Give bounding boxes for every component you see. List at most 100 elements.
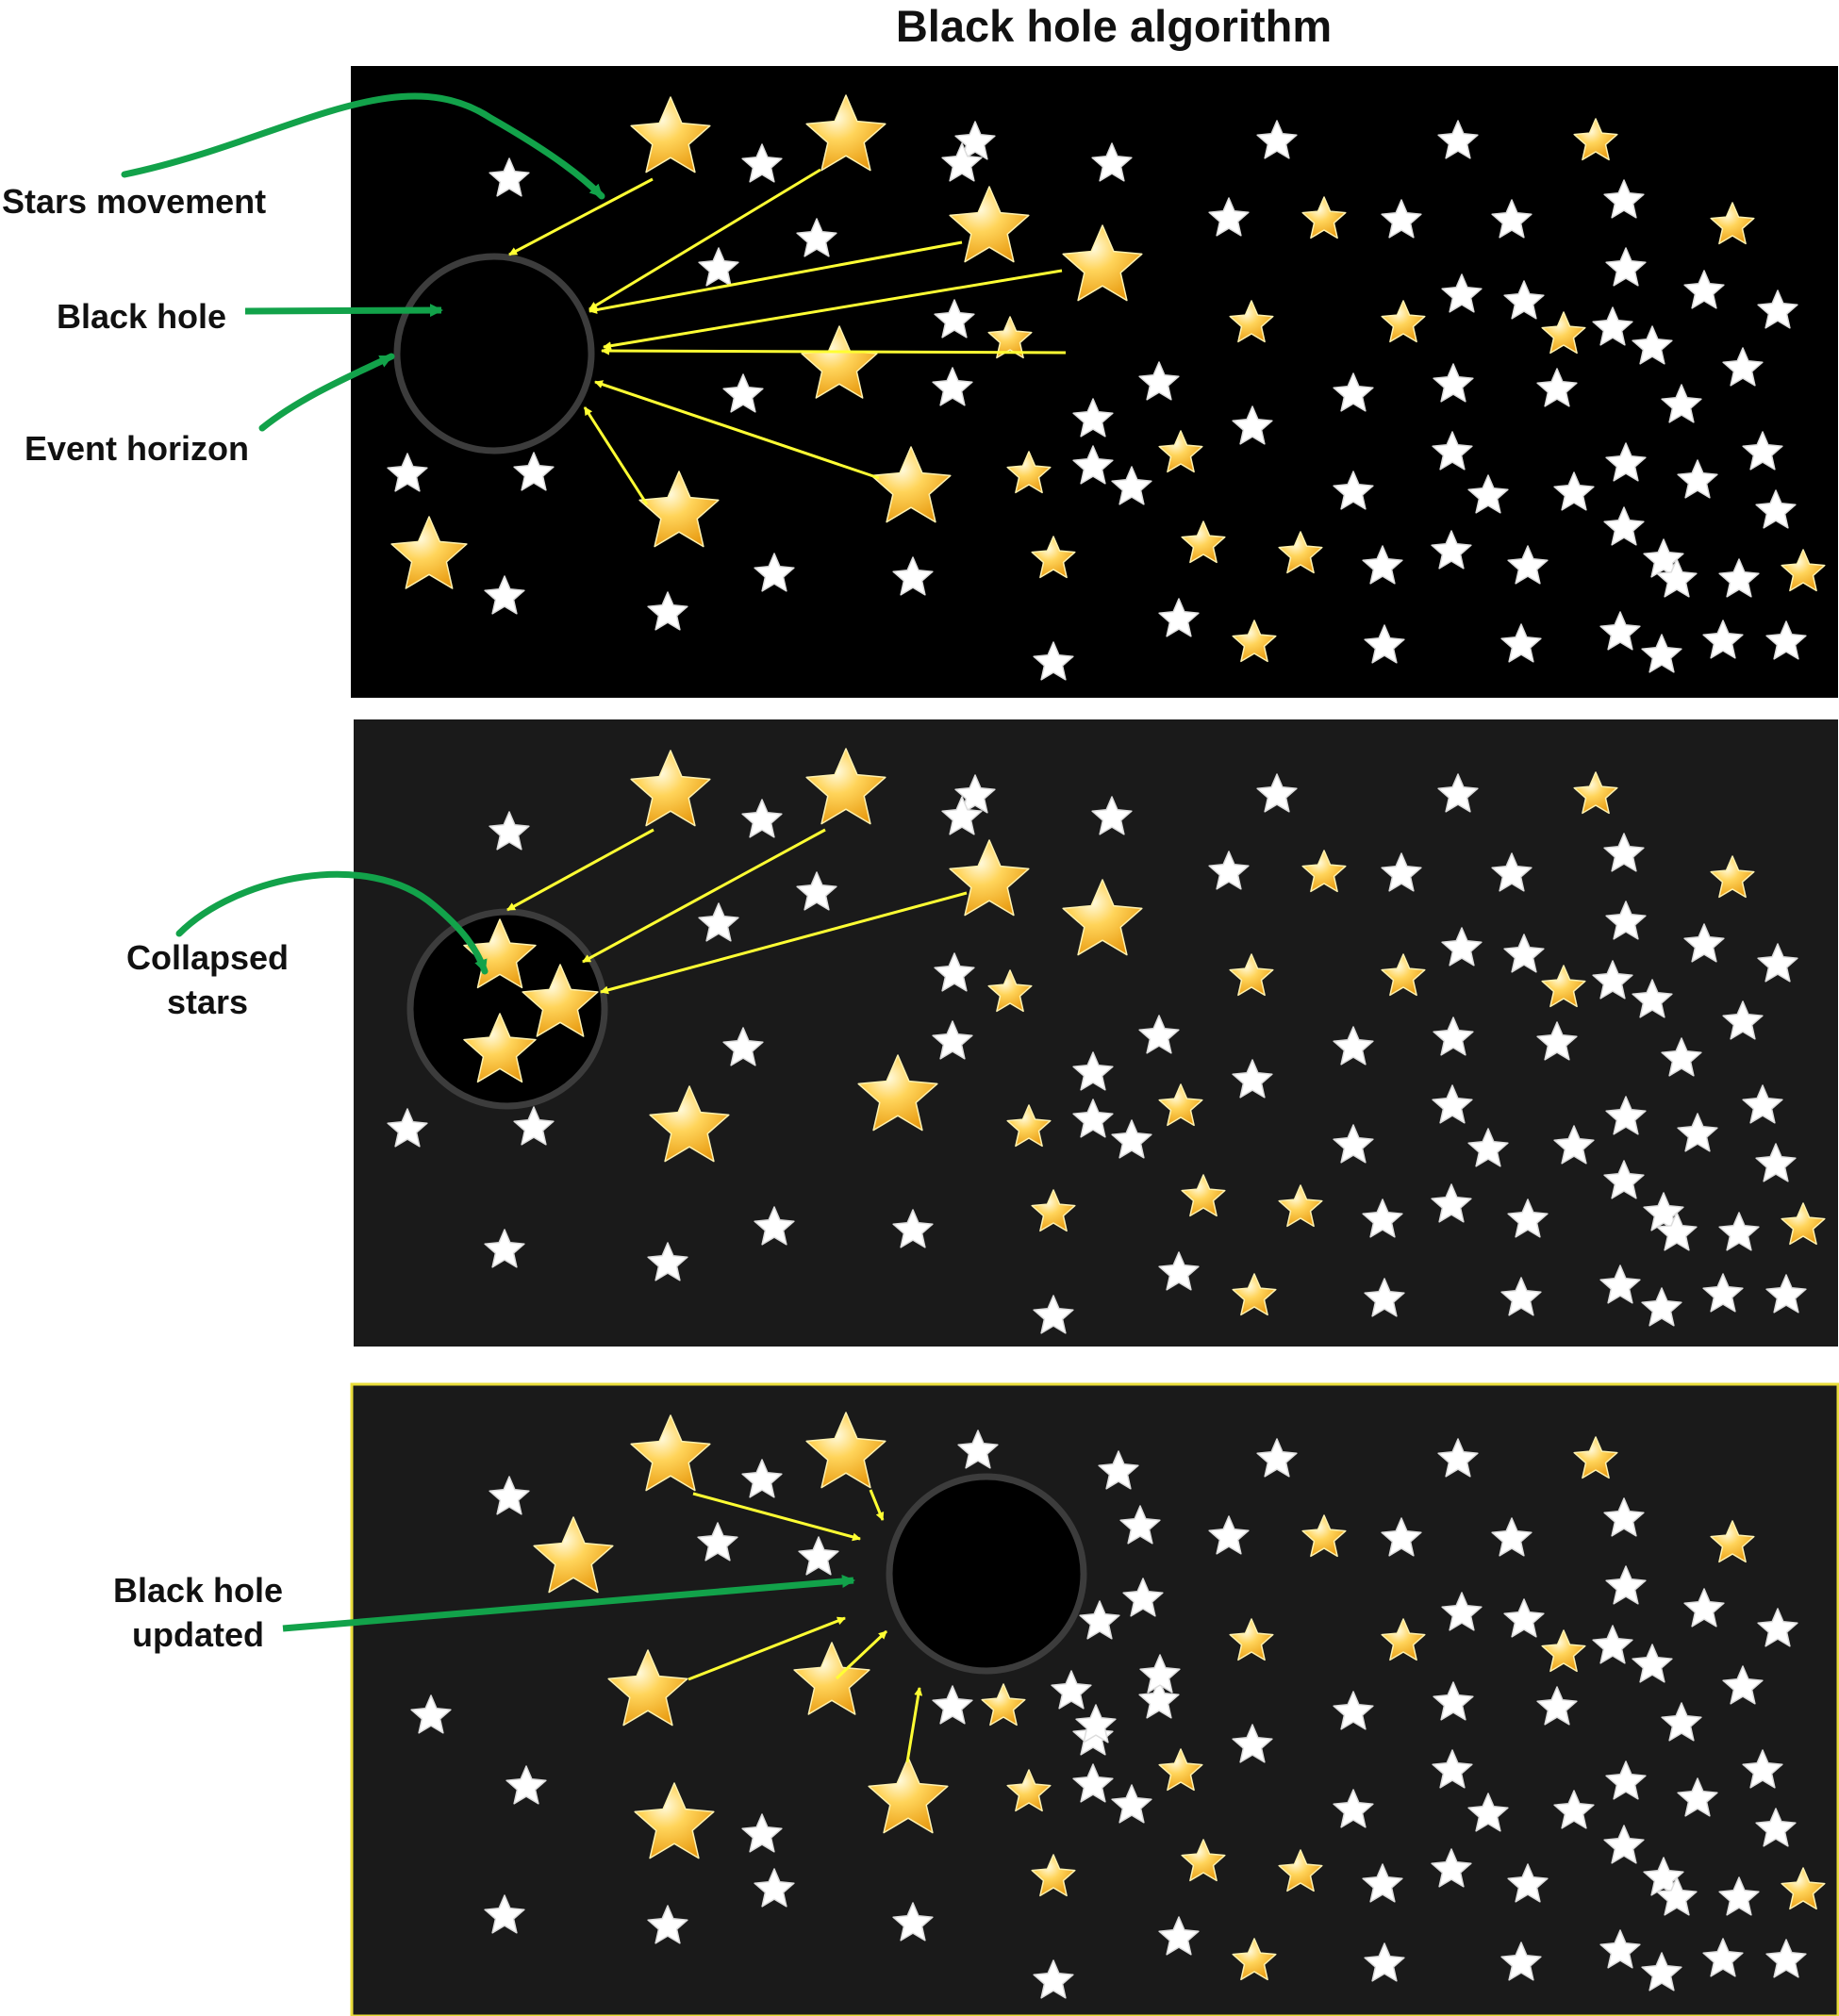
star-icon: [1181, 1174, 1226, 1217]
star-icon: [1722, 1000, 1764, 1040]
star-icon: [957, 1429, 999, 1469]
star-icon: [489, 1476, 530, 1515]
black-hole-icon: [406, 908, 608, 1110]
star-icon: [949, 186, 1030, 263]
star-icon: [868, 1757, 949, 1834]
star-icon: [1599, 1264, 1641, 1304]
star-icon: [932, 1020, 973, 1060]
star-icon: [1742, 1084, 1783, 1124]
star-icon: [1605, 442, 1647, 482]
star-icon: [1757, 943, 1798, 983]
star-icon: [513, 1106, 555, 1146]
star-icon: [805, 1412, 886, 1489]
star-icon: [722, 373, 764, 413]
star-icon: [1603, 179, 1645, 219]
star-icon: [1158, 1083, 1203, 1127]
pointer-arrow: [244, 304, 443, 318]
star-icon: [1031, 536, 1076, 579]
star-icon: [1500, 623, 1542, 663]
movement-arrow: [835, 1629, 888, 1680]
star-icon: [1656, 1212, 1698, 1251]
star-icon: [1111, 1784, 1152, 1824]
star-icon: [638, 471, 720, 548]
black-hole-icon: [393, 253, 595, 454]
star-icon: [932, 367, 973, 406]
star-icon: [1722, 1665, 1764, 1705]
star-icon: [1111, 466, 1152, 505]
star-icon: [1605, 1565, 1647, 1605]
star-icon: [1091, 796, 1133, 835]
star-icon: [1381, 1618, 1426, 1661]
label-event-horizon: Event horizon: [25, 429, 250, 468]
star-icon: [1256, 773, 1298, 813]
star-icon: [1437, 120, 1479, 159]
star-icon: [1232, 1938, 1277, 1981]
movement-arrow: [582, 828, 826, 964]
star-icon: [1122, 1578, 1164, 1617]
star-icon: [1722, 347, 1764, 387]
star-icon: [489, 811, 530, 851]
star-icon: [1710, 855, 1755, 899]
star-icon: [1757, 1608, 1798, 1647]
star-icon: [1507, 545, 1549, 585]
star-icon: [1333, 1026, 1374, 1066]
movement-arrow: [869, 1489, 885, 1521]
star-icon: [1119, 1505, 1161, 1545]
star-icon: [1433, 1016, 1474, 1056]
pointer-arrow: [175, 870, 489, 975]
star-icon: [987, 969, 1033, 1013]
star-icon: [1431, 1183, 1472, 1223]
star-icon: [1605, 901, 1647, 940]
star-icon: [1710, 1520, 1755, 1563]
star-icon: [1599, 611, 1641, 651]
star-icon: [1536, 368, 1578, 407]
star-icon: [1683, 270, 1725, 309]
star-icon: [941, 796, 983, 835]
pointer-arrow: [121, 92, 605, 200]
label-collapsed-stars: Collapsed stars: [125, 938, 290, 1021]
stars-layer: [387, 94, 1826, 1999]
star-icon: [1072, 1099, 1114, 1138]
black-hole-icon: [886, 1473, 1087, 1675]
star-icon: [1683, 1588, 1725, 1628]
star-icon: [796, 871, 837, 911]
movement-arrow: [600, 891, 968, 995]
star-icon: [1718, 558, 1760, 598]
star-icon: [1432, 1749, 1473, 1789]
star-icon: [1605, 247, 1647, 287]
star-icon: [857, 1054, 938, 1132]
label-black-hole: Black hole: [57, 297, 227, 336]
star-icon: [1541, 965, 1586, 1008]
star-icon: [793, 1642, 870, 1715]
star-icon: [1503, 934, 1545, 973]
movement-arrow: [506, 828, 654, 912]
star-icon: [805, 748, 886, 825]
movement-arrow: [601, 346, 1067, 355]
star-icon: [649, 1085, 730, 1163]
star-icon: [1181, 521, 1226, 564]
star-icon: [1098, 1450, 1139, 1490]
star-icon: [1656, 558, 1698, 598]
star-icon: [1605, 1760, 1647, 1800]
star-icon: [410, 1694, 452, 1734]
star-icon: [1072, 1763, 1114, 1803]
star-icon: [1641, 1287, 1682, 1327]
star-icon: [1603, 833, 1645, 872]
star-icon: [1757, 289, 1798, 329]
star-icon: [1006, 1104, 1052, 1148]
star-icon: [697, 1522, 738, 1562]
star-icon: [1437, 773, 1479, 813]
star-icon: [1632, 325, 1673, 365]
star-icon: [1541, 1629, 1586, 1673]
star-icon: [949, 839, 1030, 917]
star-icon: [1573, 1436, 1618, 1479]
star-icon: [1661, 384, 1702, 423]
star-icon: [1158, 430, 1203, 473]
pointer-arrow: [258, 353, 395, 432]
star-icon: [387, 453, 428, 492]
movement-arrow: [692, 1492, 861, 1542]
star-icon: [1603, 506, 1645, 546]
star-icon: [1702, 1938, 1744, 1977]
star-icon: [1362, 1863, 1403, 1903]
star-icon: [1364, 1278, 1405, 1317]
